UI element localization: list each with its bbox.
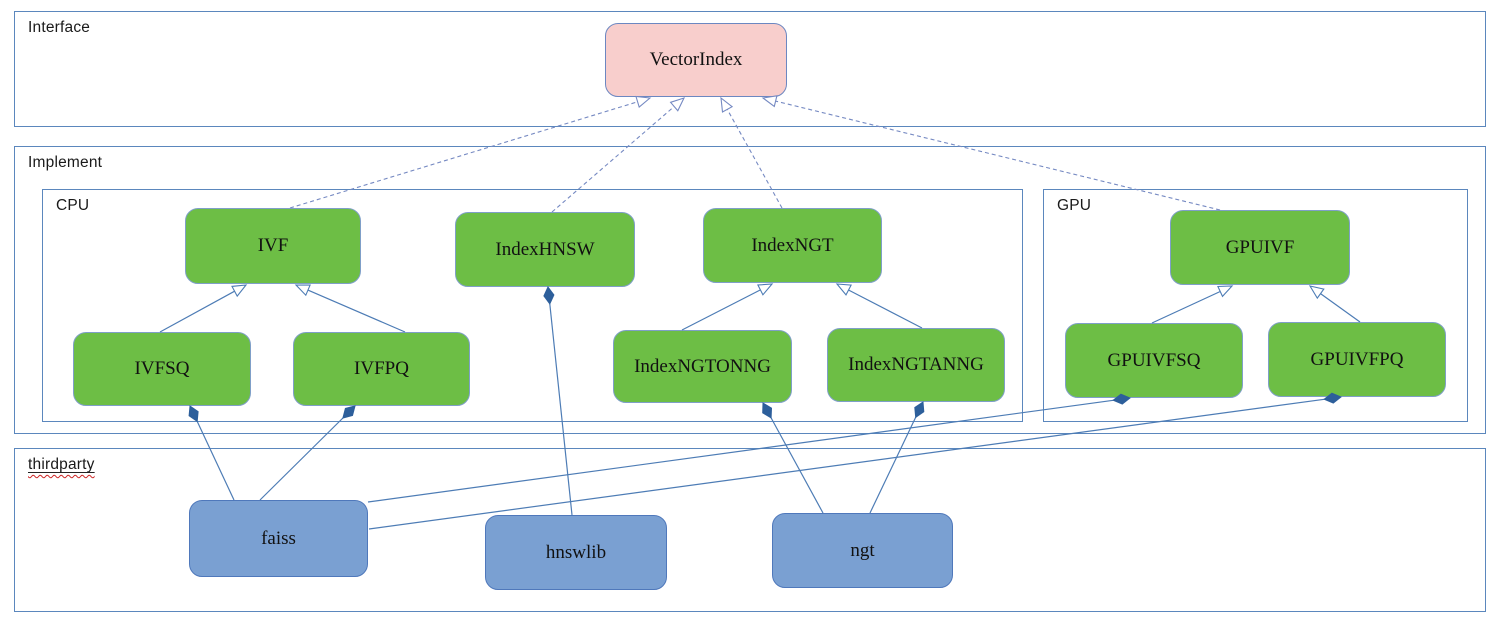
node-hnswlib-label: hnswlib <box>545 541 607 563</box>
node-indexngtanng-label: IndexNGTANNG <box>848 354 984 375</box>
node-ngt[interactable]: ngt <box>772 513 953 588</box>
node-vectorindex-label: VectorIndex <box>649 49 743 70</box>
thirdparty-label: thirdparty <box>28 456 95 473</box>
node-ivfpq[interactable]: IVFPQ <box>293 332 470 406</box>
node-indexngtanng[interactable]: IndexNGTANNG <box>827 328 1005 402</box>
node-indexhnsw[interactable]: IndexHNSW <box>455 212 635 287</box>
node-ivfsq[interactable]: IVFSQ <box>73 332 251 406</box>
node-hnswlib[interactable]: hnswlib <box>485 515 667 590</box>
cpu-label: CPU <box>56 197 90 214</box>
node-ivf[interactable]: IVF <box>185 208 361 284</box>
gpu-label: GPU <box>1057 197 1092 214</box>
node-gpuivfpq[interactable]: GPUIVFPQ <box>1268 322 1446 397</box>
node-indexngtonng-label: IndexNGTONNG <box>634 355 771 377</box>
node-faiss-label: faiss <box>261 527 296 549</box>
node-gpuivfsq-label: GPUIVFSQ <box>1107 349 1201 371</box>
node-indexngt[interactable]: IndexNGT <box>703 208 882 283</box>
node-gpuivfpq-label: GPUIVFPQ <box>1310 348 1404 370</box>
interface-label: Interface <box>28 19 91 36</box>
node-faiss[interactable]: faiss <box>189 500 368 577</box>
node-ngt-label: ngt <box>850 539 875 561</box>
node-gpuivf[interactable]: GPUIVF <box>1170 210 1350 285</box>
node-gpuivf-label: GPUIVF <box>1225 236 1295 258</box>
node-vectorindex[interactable]: VectorIndex <box>605 23 787 97</box>
node-gpuivfsq[interactable]: GPUIVFSQ <box>1065 323 1243 398</box>
node-ivfpq-label: IVFPQ <box>354 358 409 379</box>
node-indexngtonng[interactable]: IndexNGTONNG <box>613 330 792 403</box>
implement-label: Implement <box>28 154 103 171</box>
node-ivfsq-label: IVFSQ <box>134 358 190 379</box>
node-indexhnsw-label: IndexHNSW <box>495 238 595 260</box>
node-ivf-label: IVF <box>257 235 289 256</box>
node-indexngt-label: IndexNGT <box>751 234 834 256</box>
